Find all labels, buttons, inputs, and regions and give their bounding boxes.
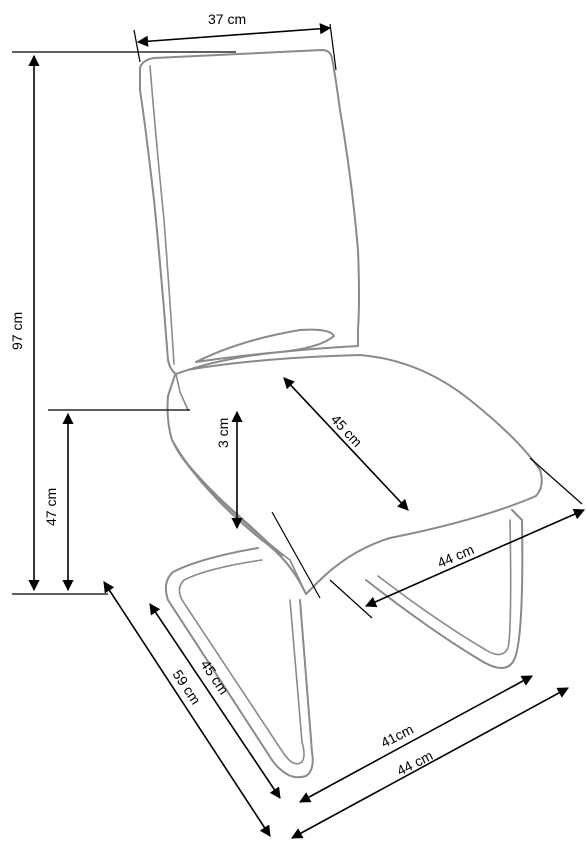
dim-base-width-inner	[299, 675, 533, 803]
label-base-depth-outer: 59 cm	[170, 667, 205, 708]
dimension-lines	[28, 23, 586, 839]
label-backrest-width: 37 cm	[208, 11, 246, 27]
backrest-edge	[149, 65, 175, 365]
backrest	[139, 49, 360, 375]
dim-seat-depth	[283, 377, 409, 511]
label-seat-thickness: 3 cm	[215, 418, 231, 448]
dim-base-depth-outer	[103, 581, 271, 837]
backrest-cutout	[195, 328, 335, 363]
label-total-height: 97 cm	[9, 312, 25, 350]
dim-base-width-outer	[291, 687, 569, 839]
lumbar-line	[175, 373, 189, 411]
label-seat-height: 47 cm	[43, 488, 59, 526]
dim-seat-width	[364, 508, 586, 608]
label-base-width-inner: 41cm	[378, 721, 416, 751]
label-base-width-outer: 44 cm	[394, 747, 435, 779]
seat-edge-bottom	[177, 449, 283, 557]
dim-backrest-width	[136, 23, 332, 47]
